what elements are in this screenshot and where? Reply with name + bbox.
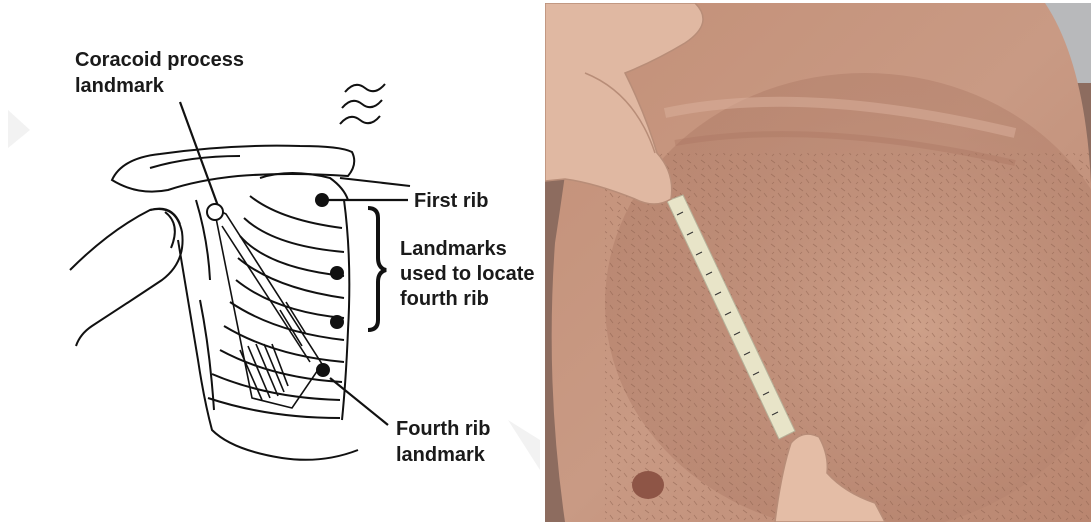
fourth-rib-label-line2: landmark xyxy=(396,444,486,466)
landmarks-label-line3: fourth rib xyxy=(400,288,489,310)
clavicle-outline xyxy=(112,146,410,192)
landmarks-label-line1: Landmarks xyxy=(400,238,507,260)
coracoid-label-line1: Coracoid process xyxy=(75,49,244,71)
cutoff-squiggles xyxy=(340,84,385,124)
fourth-rib-dot xyxy=(316,363,330,377)
landmarks-bracket xyxy=(368,208,386,330)
landmarks-label-line2: used to locate xyxy=(400,263,534,285)
nipple xyxy=(632,471,664,499)
first-rib-dot xyxy=(315,193,329,207)
second-rib-dot xyxy=(330,266,344,280)
fourth-rib-label-line1: Fourth rib xyxy=(396,418,490,440)
third-rib-dot xyxy=(330,315,344,329)
first-rib-label: First rib xyxy=(414,190,488,212)
coracoid-dot xyxy=(207,204,223,220)
chest-photo xyxy=(545,3,1091,522)
humerus-outline xyxy=(70,209,183,346)
anatomy-diagram: Coracoid process landmark First rib Land… xyxy=(0,0,540,525)
coracoid-label-line2: landmark xyxy=(75,75,165,97)
